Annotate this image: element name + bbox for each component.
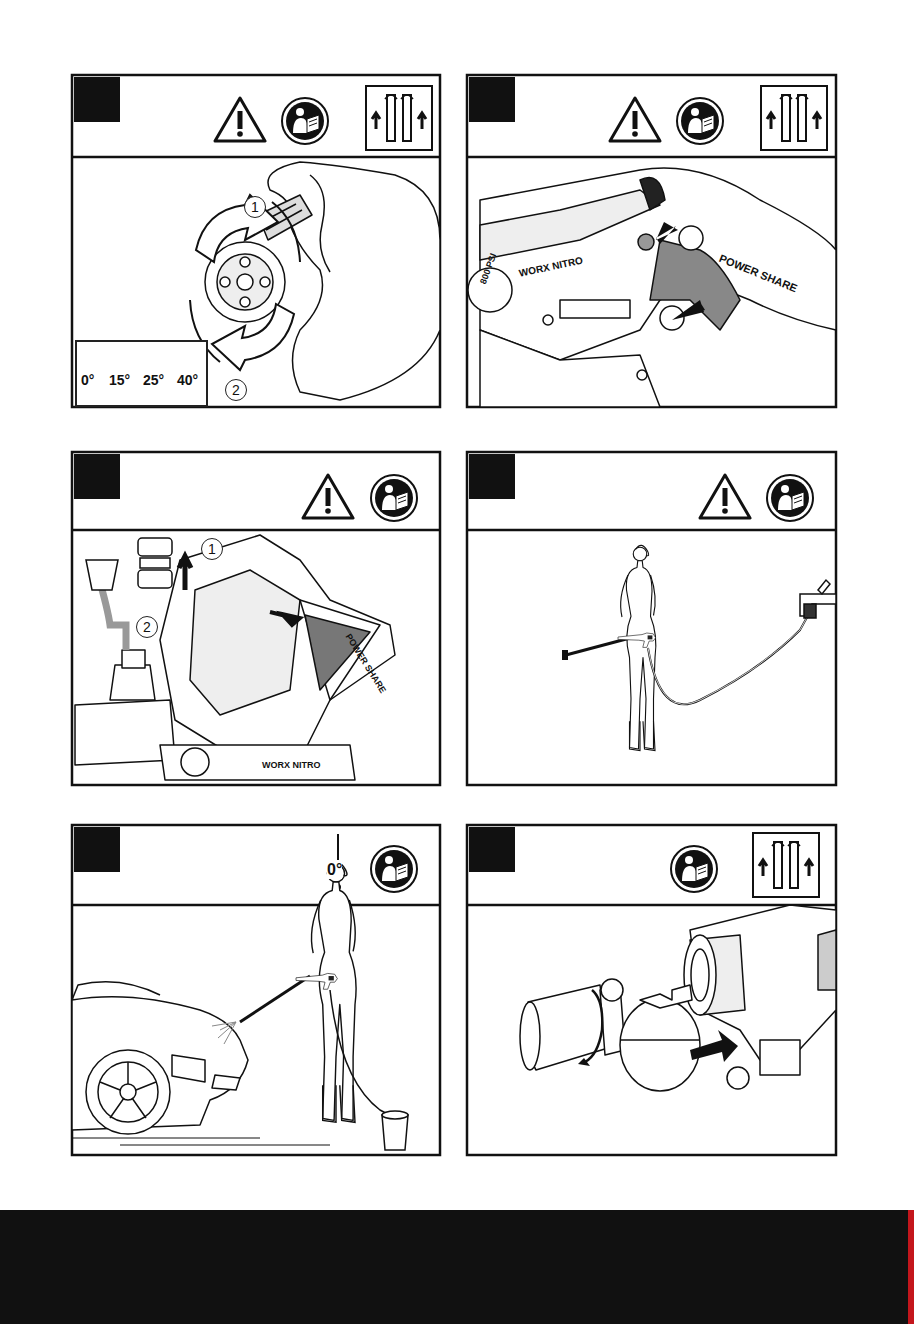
- callout-circle: 1: [244, 196, 266, 218]
- spray-angle-box: 0° 15° 25° 40°: [75, 340, 208, 407]
- angle-label: 0°: [327, 861, 342, 879]
- callout-number: 2: [143, 619, 151, 635]
- callout-number: 2: [232, 382, 240, 398]
- callout-circle: 1: [201, 538, 223, 560]
- callout-circle: 2: [225, 379, 247, 401]
- device-marking: WORX NITRO: [262, 760, 321, 770]
- angle-label: 15°: [109, 372, 130, 388]
- angle-label: 25°: [143, 372, 164, 388]
- callout-number: 1: [208, 541, 216, 557]
- angle-label: 40°: [177, 372, 198, 388]
- callout-circle: 2: [136, 616, 158, 638]
- callout-number: 1: [251, 199, 259, 215]
- angle-label: 0°: [81, 372, 94, 388]
